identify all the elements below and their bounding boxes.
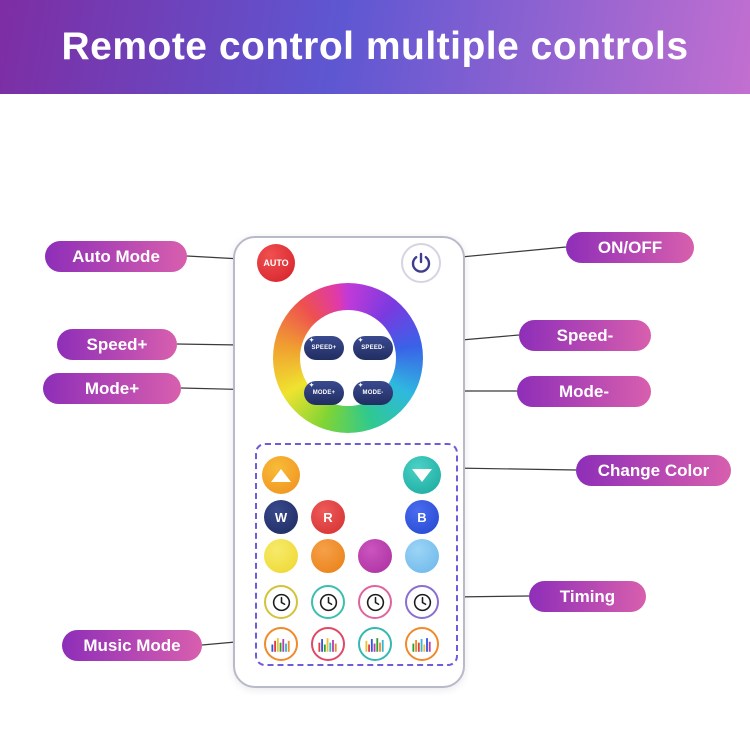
green-button-label: G: [369, 509, 381, 525]
power-icon: [411, 252, 431, 273]
callout-on-off: ON/OFF: [566, 232, 694, 263]
music-button-1: [264, 627, 298, 661]
music-button-2: [311, 627, 345, 661]
clock-icon: [319, 593, 337, 611]
equalizer-icon: [365, 637, 384, 652]
blue-button-label: B: [417, 509, 427, 525]
blue-button: B: [405, 500, 439, 534]
auto-button: AUTO: [257, 244, 295, 282]
red-button-label: R: [323, 509, 333, 525]
timer-button-4: [405, 585, 439, 619]
color-wheel: [273, 283, 423, 433]
callout-speed-plus: Speed+: [57, 329, 177, 360]
orange-color-button: [311, 539, 345, 573]
equalizer-icon: [271, 637, 290, 652]
music-button-4: [405, 627, 439, 661]
red-button: R: [311, 500, 345, 534]
white-button-label: W: [274, 509, 288, 525]
remote-body: AUTO SPEED+ SPEED- MODE+ MODE- W: [233, 236, 465, 688]
callout-change-color: Change Color: [576, 455, 731, 486]
power-button: [401, 243, 441, 283]
callout-music-mode: Music Mode: [62, 630, 202, 661]
clock-icon: [413, 593, 431, 611]
callout-speed-minus: Speed-: [519, 320, 651, 351]
banner-title: Remote control multiple controls: [61, 25, 689, 68]
banner: Remote control multiple controls: [0, 0, 750, 94]
music-button-3: [358, 627, 392, 661]
equalizer-icon: [318, 637, 337, 652]
clock-icon: [366, 593, 384, 611]
up-arrow-icon: [271, 468, 291, 482]
timer-button-2: [311, 585, 345, 619]
lightblue-color-button: [405, 539, 439, 573]
speed-minus-button: SPEED-: [353, 336, 393, 360]
mode-plus-button: MODE+: [304, 381, 344, 405]
line-change-color: [451, 467, 577, 471]
callout-mode-minus: Mode-: [517, 376, 651, 407]
brightness-down-button: [403, 456, 441, 494]
timer-button-1: [264, 585, 298, 619]
callout-mode-plus: Mode+: [43, 373, 181, 404]
mode-minus-button: MODE-: [353, 381, 393, 405]
callout-auto-mode: Auto Mode: [45, 241, 187, 272]
down-arrow-icon: [412, 468, 432, 482]
callout-timing: Timing: [529, 581, 646, 612]
white-button: W: [264, 500, 298, 534]
function-panel: W R G B: [255, 443, 458, 666]
speed-plus-button: SPEED+: [304, 336, 344, 360]
green-button: G: [358, 500, 392, 534]
yellow-color-button: [264, 539, 298, 573]
brightness-up-button: [262, 456, 300, 494]
clock-icon: [272, 593, 290, 611]
magenta-color-button: [358, 539, 392, 573]
equalizer-icon: [412, 637, 431, 652]
timer-button-3: [358, 585, 392, 619]
